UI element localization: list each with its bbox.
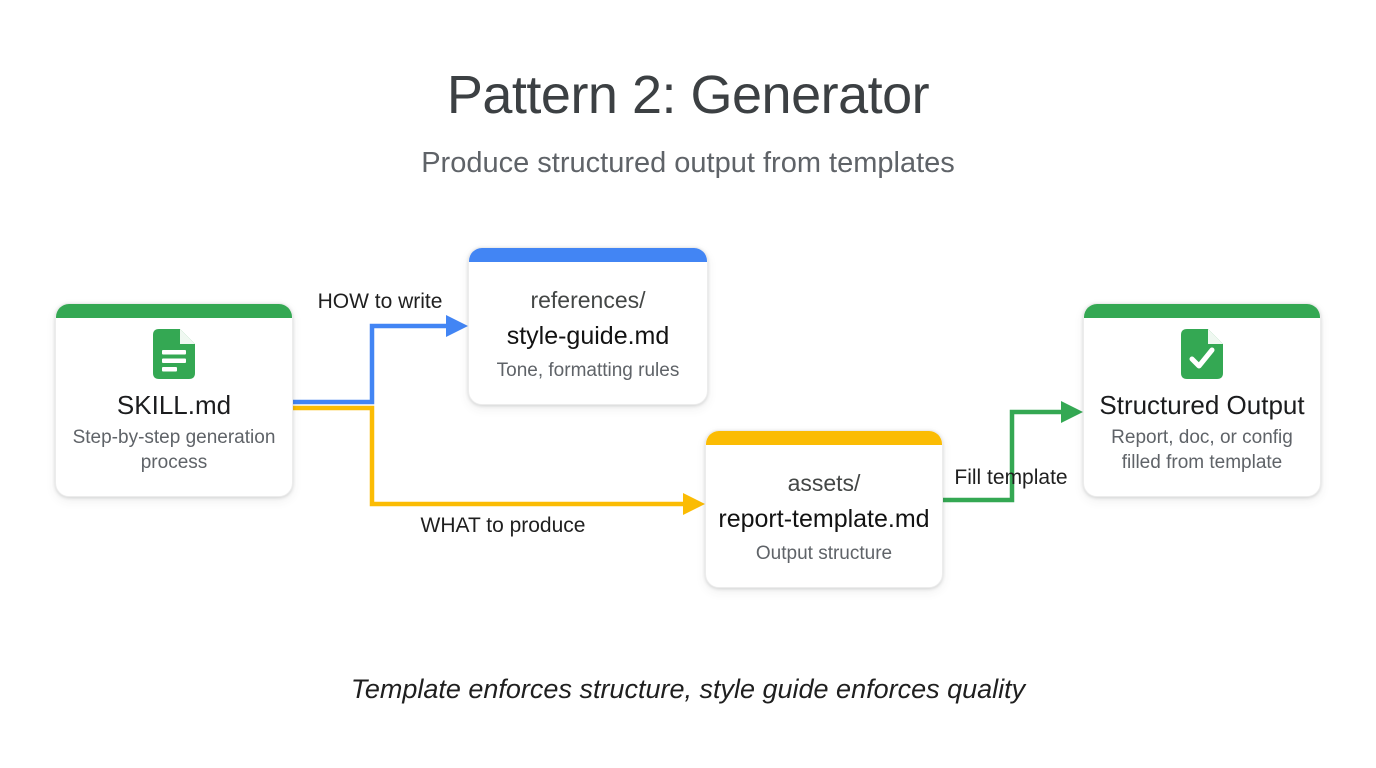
bottom-caption: Template enforces structure, style guide…	[350, 674, 1026, 704]
edge-label-how-to-write: HOW to write	[317, 290, 443, 313]
edge-label-what-to-produce: WHAT to produce	[420, 514, 586, 537]
node-skill-subtitle: Step-by-step generation process	[72, 427, 276, 473]
node-skill-title: SKILL.md	[116, 390, 232, 420]
node-skill-md: SKILL.md Step-by-step generation process	[55, 303, 293, 497]
arrow-how-head	[446, 315, 468, 337]
node-references-folder: references/	[530, 287, 646, 313]
node-assets-desc: Output structure	[755, 543, 893, 564]
node-assets: assets/ report-template.md Output struct…	[705, 430, 943, 588]
node-assets-folder: assets/	[787, 470, 861, 496]
node-skill-accent-bar	[56, 304, 292, 318]
document-icon	[153, 329, 195, 379]
node-assets-file: report-template.md	[718, 505, 930, 533]
node-structured-output: Structured Output Report, doc, or config…	[1083, 303, 1321, 497]
node-assets-accent-bar	[706, 431, 942, 445]
edge-label-fill-template: Fill template	[954, 466, 1068, 489]
node-output-accent-bar	[1084, 304, 1320, 318]
node-references-desc: Tone, formatting rules	[496, 360, 680, 381]
node-references-file: style-guide.md	[506, 322, 670, 350]
arrow-fill-head	[1061, 401, 1083, 423]
arrow-what-head	[683, 493, 705, 515]
node-output-subtitle: Report, doc, or config filled from templ…	[1111, 427, 1293, 473]
document-check-icon	[1181, 329, 1223, 379]
page-subtitle: Produce structured output from templates	[421, 147, 955, 179]
arrow-what-line	[293, 405, 685, 507]
node-references: references/ style-guide.md Tone, formatt…	[468, 247, 708, 405]
arrow-how-line	[293, 323, 448, 405]
node-references-accent-bar	[469, 248, 707, 262]
page-title: Pattern 2: Generator	[446, 65, 930, 125]
node-output-title: Structured Output	[1099, 390, 1305, 420]
